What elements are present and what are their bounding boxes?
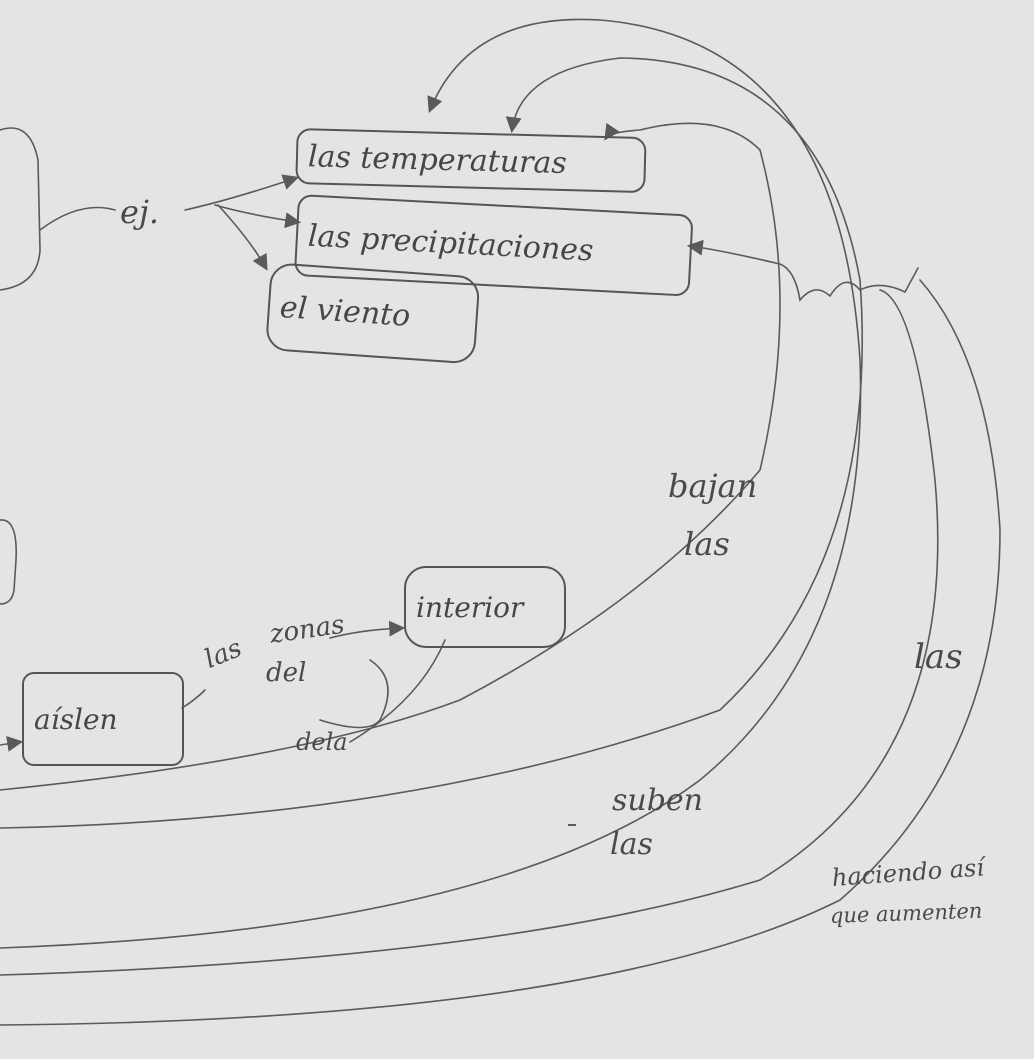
arc-outer: [0, 289, 939, 976]
arrow-ej-precipitaciones: [214, 204, 302, 229]
label-aumenten: que aumenten: [829, 898, 983, 928]
label-las-right: las: [914, 637, 963, 677]
line-interior-dela: [349, 639, 446, 743]
arrow-ej-temperaturas: [184, 174, 300, 211]
node-temperaturas: las temperaturas: [295, 128, 647, 194]
left-box-mid-edge: [0, 519, 17, 605]
left-box-top-edge: [0, 127, 41, 291]
node-aislen: aíslen: [22, 672, 184, 766]
node-viento-label: el viento: [278, 289, 412, 334]
wavy-to-precipitaciones: [686, 239, 919, 302]
line-to-ej: [39, 206, 116, 231]
label-bajan-las: las: [684, 525, 730, 563]
node-viento: el viento: [264, 262, 481, 365]
label-suben-las: las: [610, 827, 653, 862]
label-bajan: bajan: [668, 467, 758, 505]
line-aislen-las: [181, 689, 206, 709]
arc-bajan-las: [0, 57, 863, 829]
label-ej: ej.: [120, 193, 160, 231]
node-precipitaciones-label: las precipitaciones: [307, 218, 595, 269]
arc-main-loop: [0, 122, 781, 791]
arrow-zonas-interior: [329, 620, 406, 639]
pencil-dash: [568, 824, 576, 826]
node-interior-label: interior: [416, 590, 524, 624]
node-temperaturas-label: las temperaturas: [307, 138, 568, 181]
node-aislen-label: aíslen: [34, 702, 118, 736]
arrow-ej-viento: [217, 204, 268, 271]
label-del: del: [266, 658, 307, 688]
loop-del: [319, 659, 389, 729]
label-suben: suben: [612, 783, 703, 818]
arc-haciendo: [0, 279, 1001, 1026]
arc-subir-temperaturas: [0, 18, 862, 949]
label-dela: dela: [296, 728, 348, 756]
arrow-to-aislen: [0, 735, 24, 752]
node-interior: interior: [404, 566, 566, 648]
